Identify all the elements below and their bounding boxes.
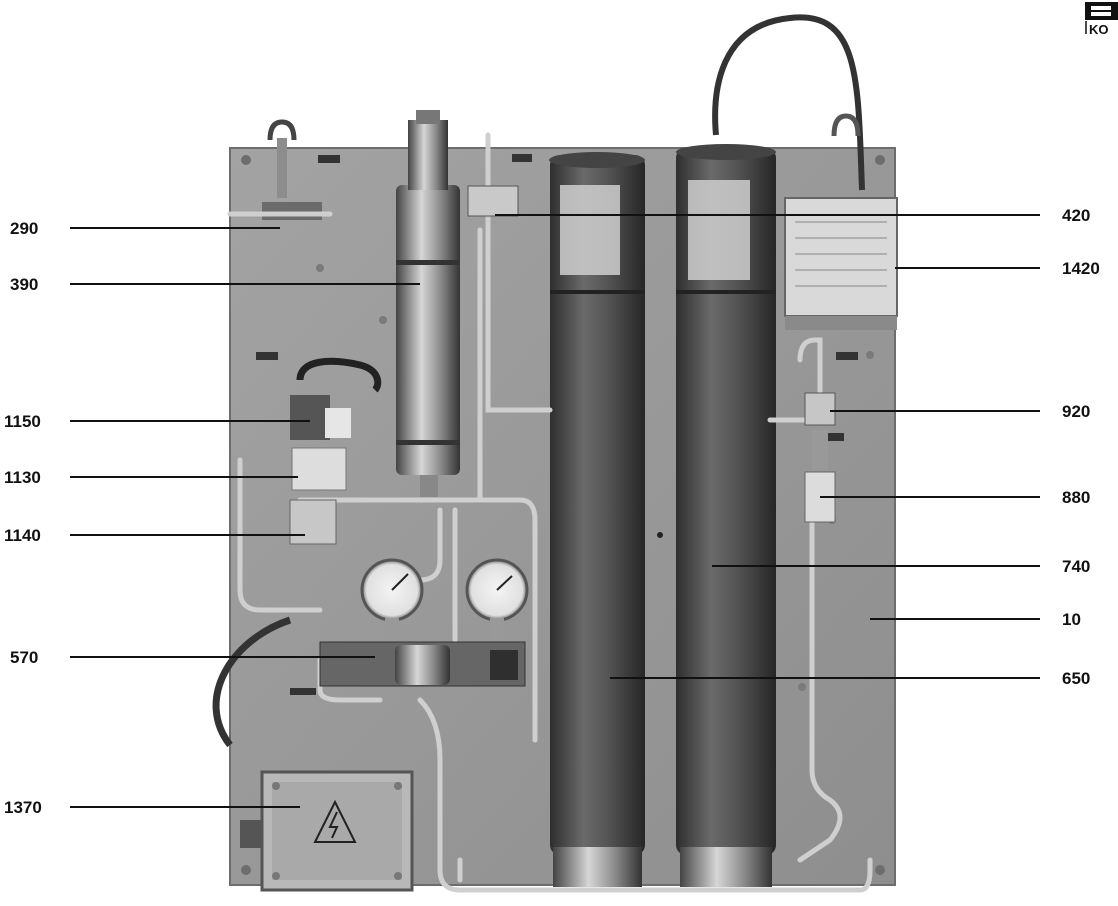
- callout-920: 920: [1062, 402, 1090, 421]
- callout-650: 650: [1062, 669, 1090, 688]
- callout-570: 570: [10, 648, 38, 667]
- callout-10: 10: [1062, 610, 1081, 629]
- callout-390: 390: [10, 275, 38, 294]
- filter-housing-390: [396, 185, 460, 475]
- callout-1150: 1150: [4, 412, 41, 431]
- fitting-1140: [289, 499, 337, 545]
- block-1130: [291, 447, 347, 491]
- pressure-gauge-left: [360, 558, 424, 640]
- callout-1140: 1140: [4, 526, 41, 545]
- callout-1130: 1130: [4, 468, 41, 487]
- equipment-photo: [212, 14, 898, 893]
- nameplate-1420: [784, 197, 898, 317]
- logo: KO: [1085, 2, 1118, 37]
- valve-1150: [290, 395, 330, 440]
- callout-880: 880: [1062, 488, 1090, 507]
- cylinder-650: [550, 155, 645, 855]
- callout-420: 420: [1062, 206, 1090, 225]
- logo-text: KO: [1089, 22, 1109, 37]
- callouts-right: 420 1420 920 880 740 10 650: [1062, 206, 1100, 688]
- bracket-420: [467, 185, 519, 217]
- callout-leaders: [70, 214, 1040, 808]
- callout-1370: 1370: [4, 798, 42, 817]
- callouts-left: 290 390 1150 1130 1140 570 1370: [4, 219, 42, 817]
- fitting-920: [804, 392, 836, 426]
- callout-1420: 1420: [1062, 259, 1100, 278]
- callout-290: 290: [10, 219, 38, 238]
- high-voltage-warning-icon: [313, 799, 357, 843]
- callout-740: 740: [1062, 557, 1090, 576]
- junction-box-1370: [260, 770, 414, 892]
- pressure-gauge-right: [465, 558, 529, 640]
